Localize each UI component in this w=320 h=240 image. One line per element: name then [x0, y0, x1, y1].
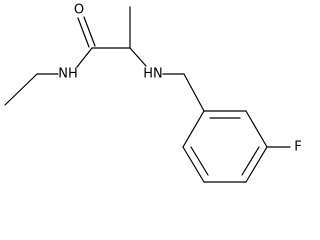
amide-nh-label: NH	[58, 67, 78, 82]
ring-double-bond-left	[190, 146, 209, 176]
bond-ch3-ch2	[4, 73, 38, 106]
bond-co-double-2	[83, 16, 96, 47]
oxygen-label: O	[74, 3, 84, 18]
bond-alpha-hn	[129, 47, 147, 67]
ring-bond-6	[182, 110, 205, 148]
ring-bond-3	[245, 146, 268, 183]
molecule-structure: O NH HN F	[4, 3, 302, 183]
ring-double-bond-right	[241, 146, 260, 176]
bond-nh-carbonyl	[76, 47, 93, 68]
bond-ch2-ring	[183, 73, 205, 112]
amine-hn-label: HN	[143, 67, 163, 82]
structure-drawing: O NH HN F	[4, 3, 302, 183]
fluorine-label: F	[294, 140, 301, 155]
bond-co-double-1	[77, 17, 90, 48]
ring-bond-5	[182, 146, 205, 183]
ring-bond-2	[245, 110, 268, 148]
